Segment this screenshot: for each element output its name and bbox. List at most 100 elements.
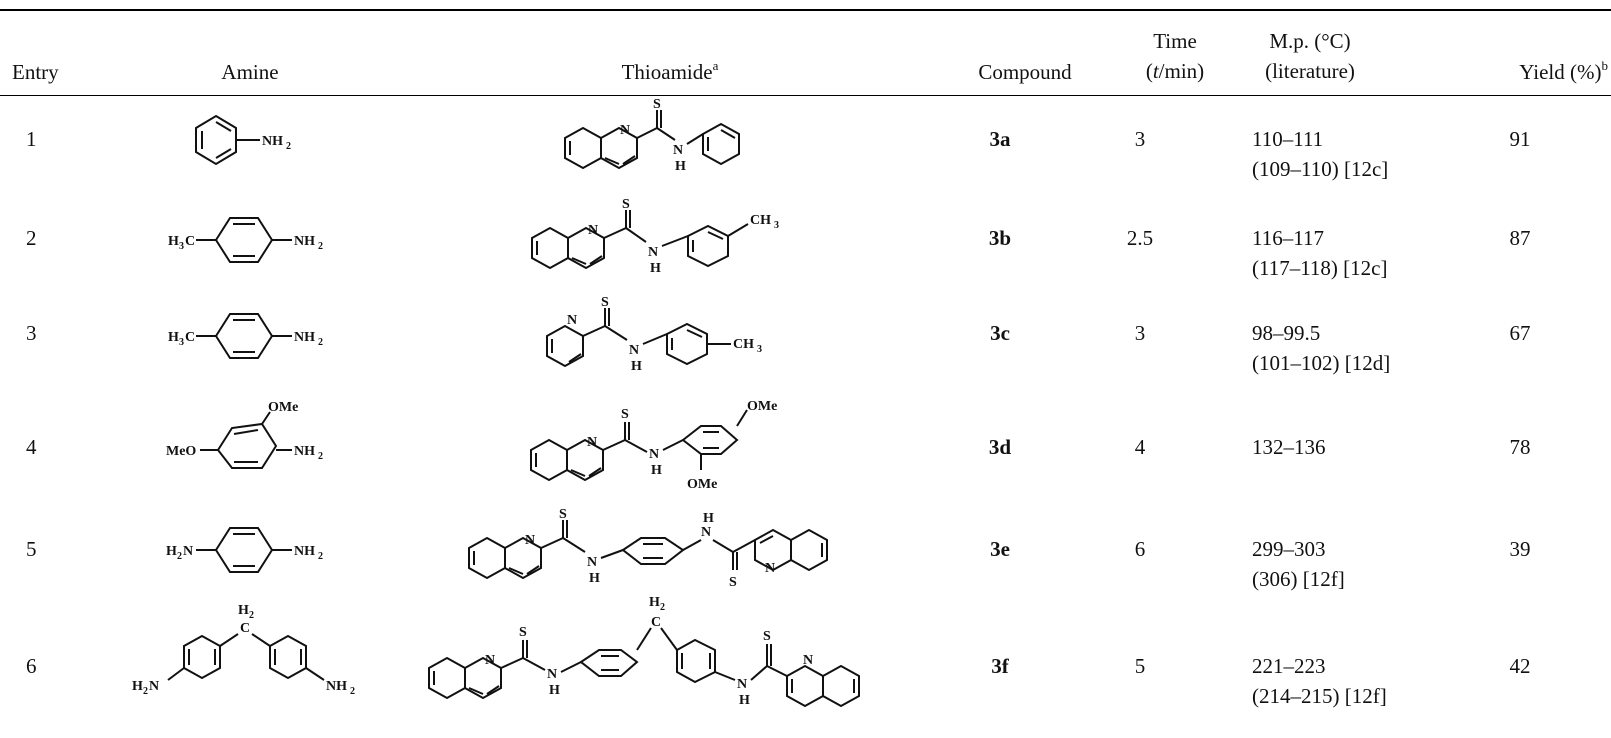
svg-text:H: H <box>166 544 177 559</box>
yield-3: 67 <box>1509 321 1531 345</box>
entry-5: 5 <box>26 537 37 561</box>
yield-4: 78 <box>1509 435 1531 459</box>
mp-3: 98–99.5(101–102) [12d] <box>1252 321 1391 375</box>
svg-text:H: H <box>675 159 686 174</box>
svg-text:2: 2 <box>143 686 148 697</box>
header-mp: M.p. (°C)(literature) <box>1265 29 1355 83</box>
svg-text:N: N <box>587 555 597 570</box>
svg-text:2: 2 <box>318 337 323 348</box>
svg-text:S: S <box>621 407 629 422</box>
svg-text:S: S <box>519 625 527 640</box>
mp-1: 110–111(109–110) [12c] <box>1252 127 1389 181</box>
svg-text:H: H <box>132 679 143 694</box>
svg-text:N: N <box>803 653 813 668</box>
svg-text:H: H <box>703 511 714 526</box>
mp-5: 299–303(306) [12f] <box>1252 537 1345 591</box>
yield-6: 42 <box>1509 654 1531 678</box>
svg-text:2: 2 <box>286 141 291 152</box>
svg-text:NH: NH <box>262 134 283 149</box>
svg-text:N: N <box>648 245 658 260</box>
svg-text:NH: NH <box>294 330 315 345</box>
time-4: 4 <box>1134 435 1146 459</box>
svg-text:H: H <box>238 603 249 618</box>
top-rule <box>0 9 1611 11</box>
mp-4: 132–136 <box>1252 435 1326 459</box>
header-compound: Compound <box>978 60 1072 84</box>
svg-text:3: 3 <box>179 241 184 252</box>
svg-text:N: N <box>183 544 193 559</box>
svg-text:S: S <box>622 197 630 212</box>
compound-3c: 3c <box>990 321 1010 345</box>
header-time-unit: (t/min) <box>1145 59 1205 83</box>
mp-2: 116–117(117–118) [12c] <box>1252 226 1388 280</box>
time-6: 5 <box>1134 654 1146 678</box>
svg-text:2: 2 <box>660 602 665 613</box>
svg-text:H: H <box>650 261 661 276</box>
compound-3d: 3d <box>988 435 1012 459</box>
svg-text:3: 3 <box>757 344 762 355</box>
svg-text:N: N <box>547 667 557 682</box>
header-yield: Yield (%)b <box>1519 58 1608 84</box>
svg-text:S: S <box>601 295 609 310</box>
entry-4: 4 <box>26 435 37 459</box>
compound-3a: 3a <box>989 127 1011 151</box>
svg-text:OMe: OMe <box>747 399 777 414</box>
header-amine: Amine <box>221 60 279 84</box>
yield-5: 39 <box>1509 537 1531 561</box>
compound-3e: 3e <box>990 537 1010 561</box>
svg-text:N: N <box>629 343 639 358</box>
svg-text:2: 2 <box>249 610 254 621</box>
thioamide-structure-3d: N S N H OMe OMe <box>530 399 777 492</box>
svg-text:3: 3 <box>774 220 779 231</box>
svg-text:H: H <box>589 571 600 586</box>
svg-text:C: C <box>185 234 195 249</box>
svg-text:N: N <box>737 677 747 692</box>
svg-text:N: N <box>620 123 630 138</box>
svg-text:S: S <box>729 575 737 590</box>
svg-text:2: 2 <box>318 551 323 562</box>
entry-3: 3 <box>26 321 37 345</box>
yield-2: 87 <box>1509 226 1531 250</box>
svg-text:S: S <box>653 97 661 112</box>
svg-text:N: N <box>765 561 775 576</box>
header-time: Time(t/min) <box>1105 26 1245 86</box>
compound-3b: 3b <box>988 226 1012 250</box>
yield-1: 91 <box>1509 127 1531 151</box>
time-2: 2.5 <box>1126 226 1154 250</box>
svg-text:H: H <box>168 234 179 249</box>
svg-text:3: 3 <box>179 337 184 348</box>
svg-text:N: N <box>588 223 598 238</box>
svg-text:OMe: OMe <box>687 477 717 492</box>
svg-text:S: S <box>763 629 771 644</box>
svg-text:H: H <box>168 330 179 345</box>
time-3: 3 <box>1134 321 1146 345</box>
svg-text:H: H <box>739 693 750 708</box>
svg-text:N: N <box>673 143 683 158</box>
svg-text:S: S <box>559 507 567 522</box>
time-5: 6 <box>1134 537 1146 561</box>
svg-text:OMe: OMe <box>268 400 298 415</box>
compound-3f: 3f <box>991 654 1009 678</box>
mp-6: 221–223(214–215) [12f] <box>1252 654 1387 708</box>
thioamide-structure-3e: N S N H N H S N <box>468 507 828 590</box>
header-rule <box>0 95 1611 96</box>
svg-text:H: H <box>651 463 662 478</box>
svg-text:2: 2 <box>177 551 182 562</box>
time-1: 3 <box>1134 127 1146 151</box>
svg-text:N: N <box>525 533 535 548</box>
svg-text:NH: NH <box>294 234 315 249</box>
svg-text:N: N <box>485 653 495 668</box>
svg-text:NH: NH <box>326 679 347 694</box>
svg-text:C: C <box>651 615 661 630</box>
entry-6: 6 <box>26 654 37 678</box>
header-entry: Entry <box>12 60 59 84</box>
svg-text:H: H <box>631 359 642 374</box>
